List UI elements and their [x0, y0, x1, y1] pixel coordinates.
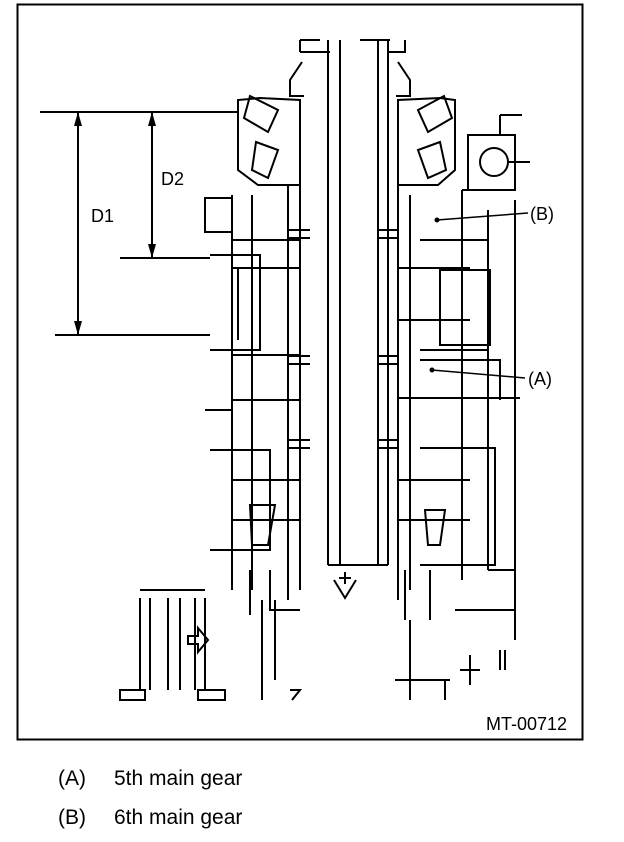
figure-frame: [16, 3, 584, 741]
d1-dimension-line: [40, 111, 238, 336]
lower-left-detail: [119, 589, 226, 701]
figure-id: MT-00712: [486, 714, 567, 734]
transmission-cross-section-diagram: D2 D1 (B) (A) MT-00712: [16, 3, 584, 741]
legend-text: 5th main gear: [114, 767, 243, 790]
legend-key: (B): [58, 806, 86, 829]
left-upper-bearing: [237, 94, 301, 186]
d1-label: D1: [91, 206, 114, 226]
right-housing: [455, 189, 516, 640]
callout-b-leader: [436, 212, 529, 221]
right-gear-stack: [397, 185, 520, 620]
dimension-arrowheads: [74, 112, 156, 335]
callout-a-label: (A): [528, 369, 552, 389]
d2-label: D2: [161, 169, 184, 189]
shaft-assembly: [40, 39, 530, 701]
upper-right-sensor: [467, 114, 522, 191]
legend-key: (A): [58, 767, 86, 790]
d2-dimension-line: [120, 112, 210, 259]
main-shaft: [327, 40, 389, 600]
left-gear-stack: [204, 185, 301, 615]
callout-b-label: (B): [530, 204, 554, 224]
callout-a-leader: [431, 369, 526, 379]
right-upper-bearing: [397, 94, 456, 186]
legend-text: 6th main gear: [114, 806, 243, 829]
